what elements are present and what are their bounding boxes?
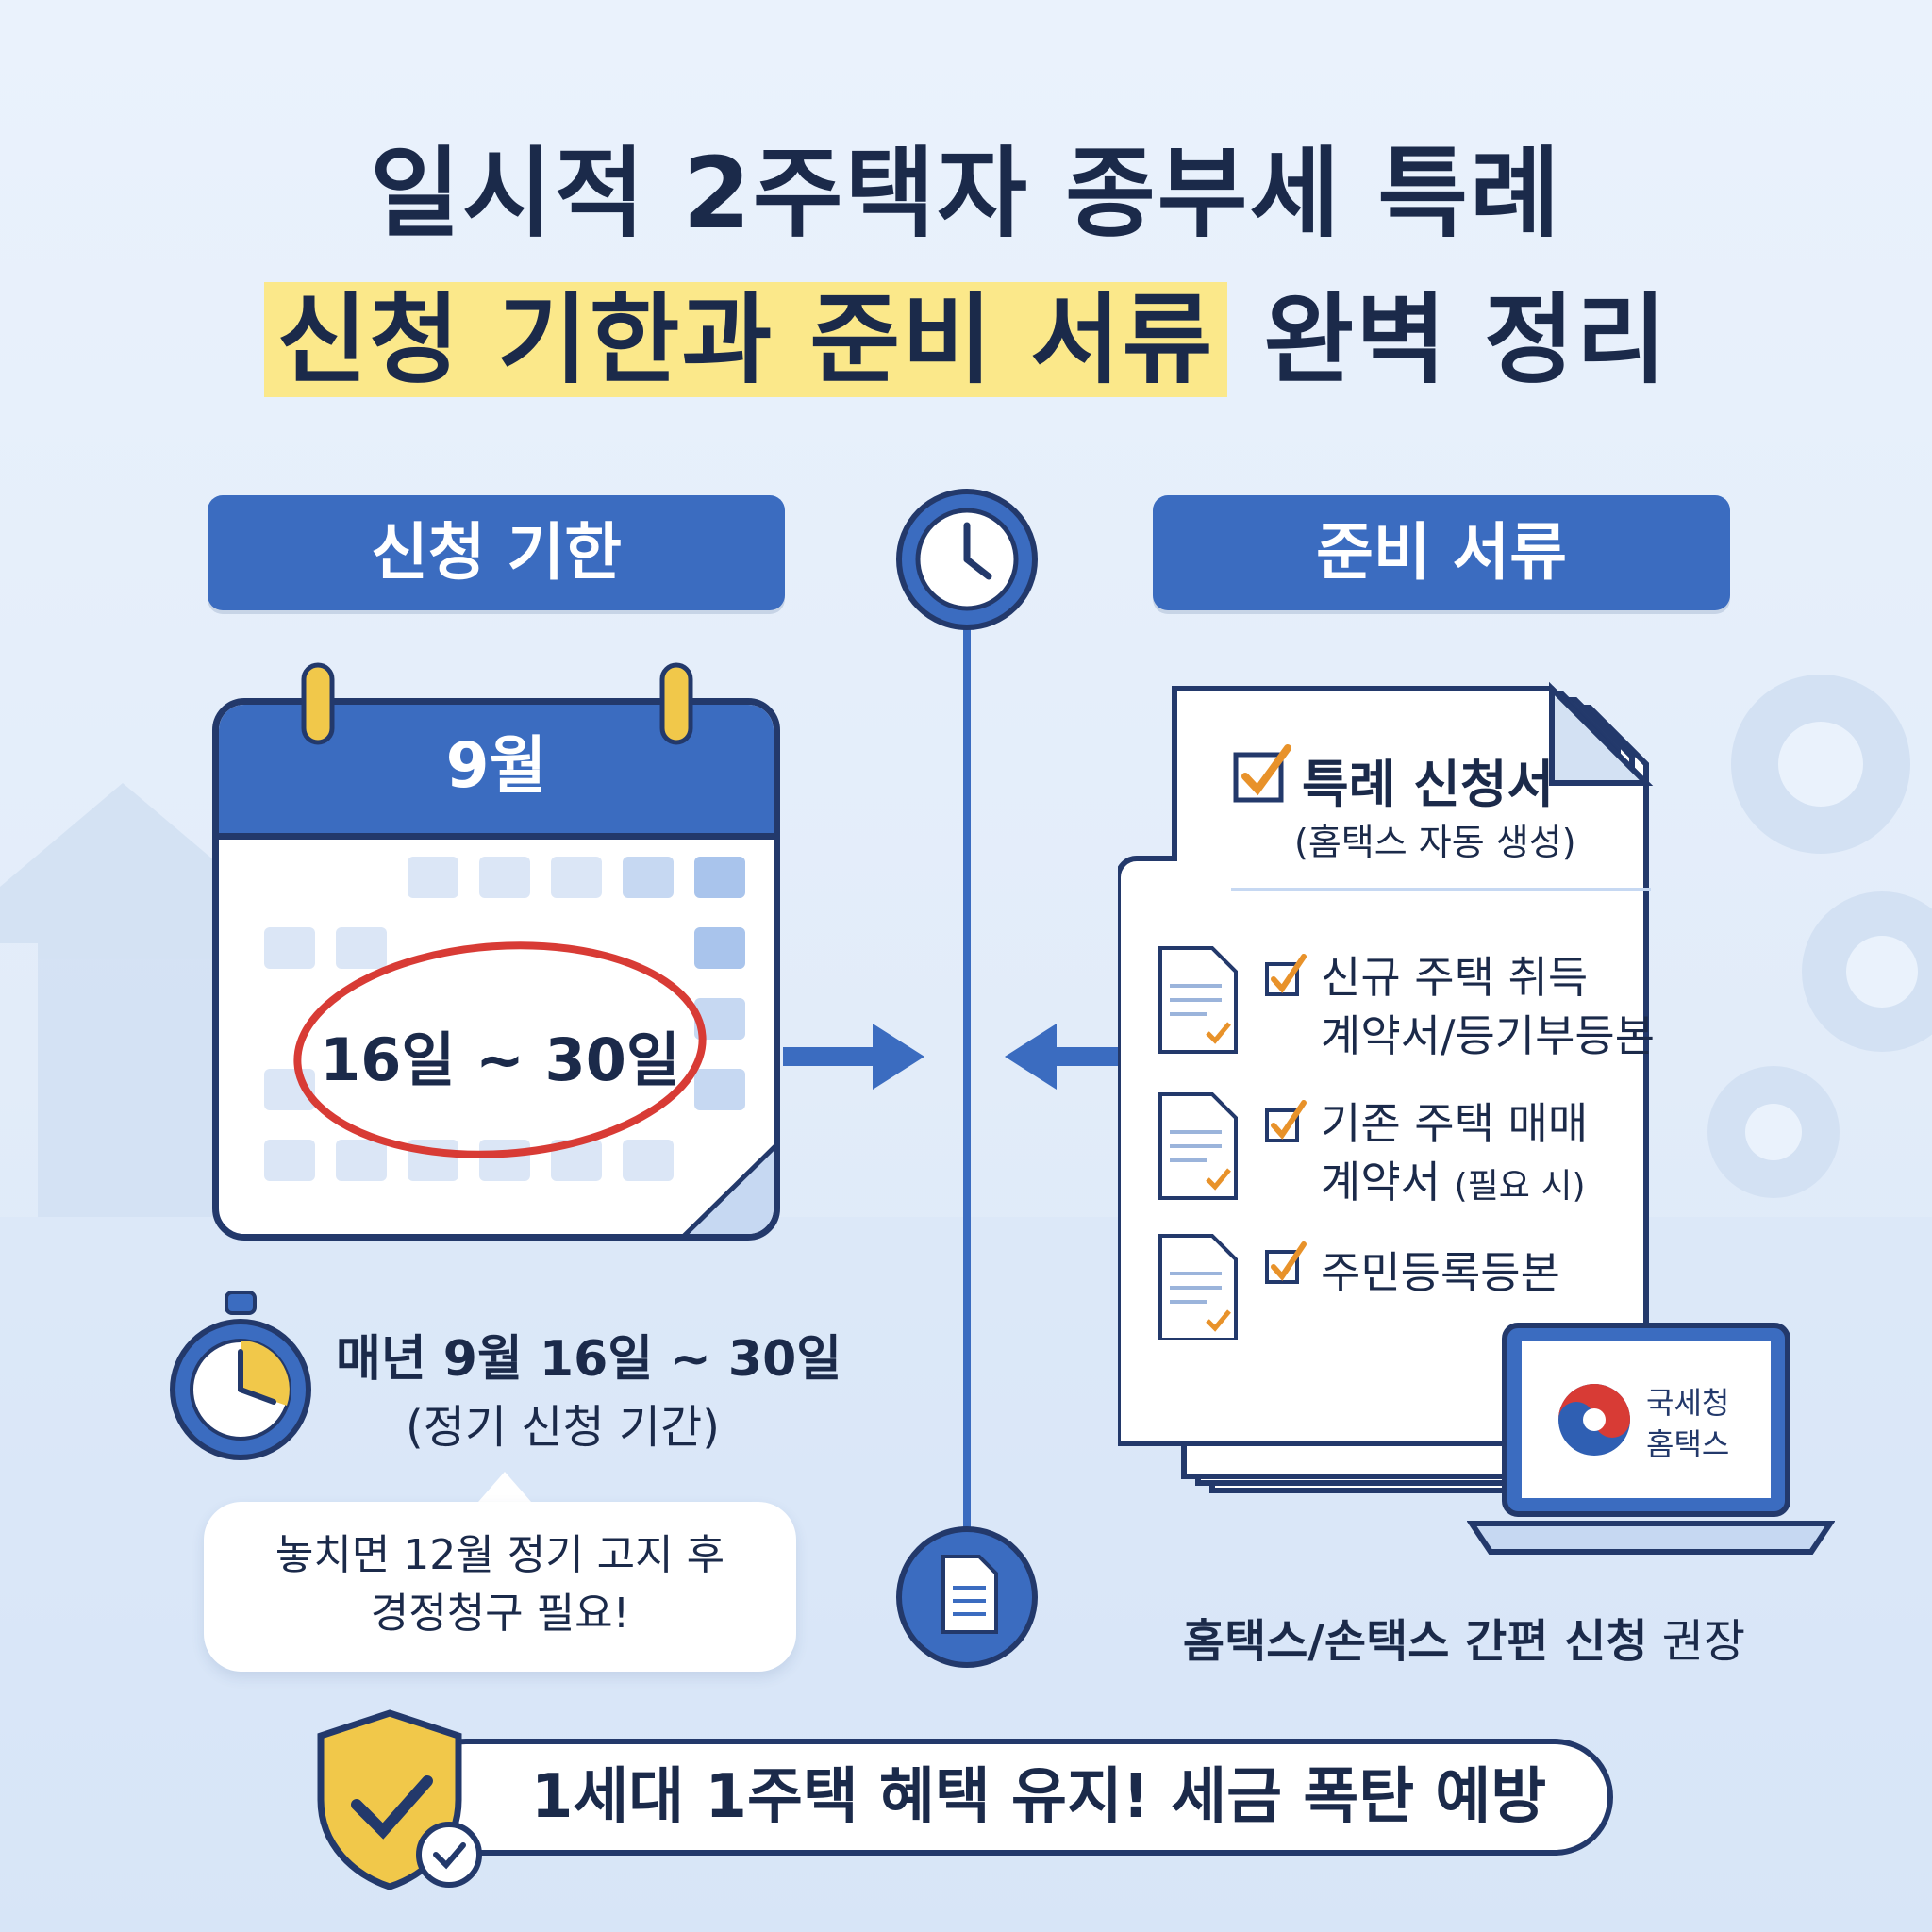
- calendar-rings: [301, 662, 693, 745]
- bubble-line1: 놓치면 12월 정기 고지 후: [275, 1531, 725, 1579]
- bottom-banner: 1세대 1주택 혜택 유지! 세금 폭탄 예방: [408, 1739, 1613, 1856]
- doc-item-2-note: (필요 시): [1454, 1167, 1586, 1206]
- hometax-logo-line1: 국세청: [1646, 1385, 1730, 1421]
- center-timeline: [896, 489, 1038, 1668]
- checkbox-checked-icon: [1265, 954, 1307, 996]
- item-checkboxes: [1265, 954, 1307, 1284]
- laptop-icon: [1467, 1323, 1835, 1555]
- doc-main-subtitle: (홈택스 자동 생성): [1294, 822, 1576, 863]
- doc-item-3: 주민등록등본: [1321, 1243, 1560, 1302]
- checkbox-checked-icon: [1265, 1241, 1307, 1284]
- doc-item-2: 기존 주택 매매 계약서 (필요 시): [1321, 1094, 1588, 1216]
- checkbox-checked-icon: [1233, 744, 1291, 803]
- doc-item-2-line2-text: 계약서: [1321, 1157, 1441, 1208]
- house-silhouette: [0, 783, 283, 1217]
- hometax-recommendation: 홈택스/손택스 간편 신청 권장: [1115, 1604, 1813, 1670]
- taegeuk-logo-icon: [1558, 1384, 1630, 1456]
- file-icon: [1158, 1092, 1238, 1200]
- clock-icon: [896, 489, 1038, 630]
- red-circle-mark: [293, 941, 707, 1158]
- bubble-line2: 경정청구 필요!: [370, 1590, 630, 1638]
- gear-hole-icon: [1745, 722, 1918, 1160]
- warning-bubble: 놓치면 12월 정기 고지 후 경정청구 필요!: [204, 1502, 796, 1672]
- calendar-date-range: 16일 ~ 30일: [320, 1025, 680, 1094]
- hometax-logo-text: 국세청 홈택스: [1646, 1382, 1729, 1465]
- arrow-right-icon: [783, 1024, 924, 1090]
- checkbox-checked-icon: [1265, 1100, 1307, 1142]
- doc-item-1-line1: 신규 주택 취득: [1321, 952, 1589, 1003]
- period-sub-text: (정기 신청 기간): [406, 1401, 720, 1454]
- page-title-line1: 일시적 2주택자 종부세 특례: [370, 136, 1562, 251]
- doc-item-1: 신규 주택 취득 계약서/등기부등본: [1321, 948, 1655, 1065]
- hometax-note-bold: 홈택스/손택스 간편 신청: [1182, 1615, 1648, 1668]
- doc-item-2-line1: 기존 주택 매매: [1321, 1098, 1589, 1149]
- document-icon: [896, 1526, 1038, 1668]
- doc-item-2-line2: 계약서 (필요 시): [1321, 1153, 1588, 1216]
- page-title-line2: 신청 기한과 준비 서류 완벽 정리: [0, 278, 1932, 401]
- hometax-logo-line2: 홈택스: [1646, 1426, 1730, 1462]
- title-highlight: 신청 기한과 준비 서류: [263, 282, 1228, 397]
- hometax-note-rest: 권장: [1661, 1615, 1746, 1668]
- file-icons: [1158, 946, 1238, 1340]
- bubble-tail: [472, 1472, 538, 1509]
- period-main-text: 매년 9월 16일 ~ 30일: [336, 1331, 842, 1388]
- doc-item-3-line1: 주민등록등본: [1321, 1247, 1560, 1298]
- file-icon: [1158, 1234, 1238, 1340]
- doc-item-1-line2: 계약서/등기부등본: [1321, 1010, 1656, 1061]
- documents-header: 준비 서류: [1153, 495, 1730, 610]
- doc-main-title: 특례 신청서: [1302, 755, 1555, 814]
- banner-text: 1세대 1주택 혜택 유지! 세금 폭탄 예방: [530, 1762, 1547, 1832]
- stopwatch-icon: [170, 1291, 311, 1460]
- shield-check-icon: [317, 1709, 482, 1890]
- calendar-grid: [264, 857, 774, 1234]
- file-icon: [1158, 946, 1238, 1054]
- deadline-header: 신청 기한: [208, 495, 785, 610]
- title-rest: 완벽 정리: [1263, 282, 1669, 397]
- document-stack: [1118, 681, 1654, 1493]
